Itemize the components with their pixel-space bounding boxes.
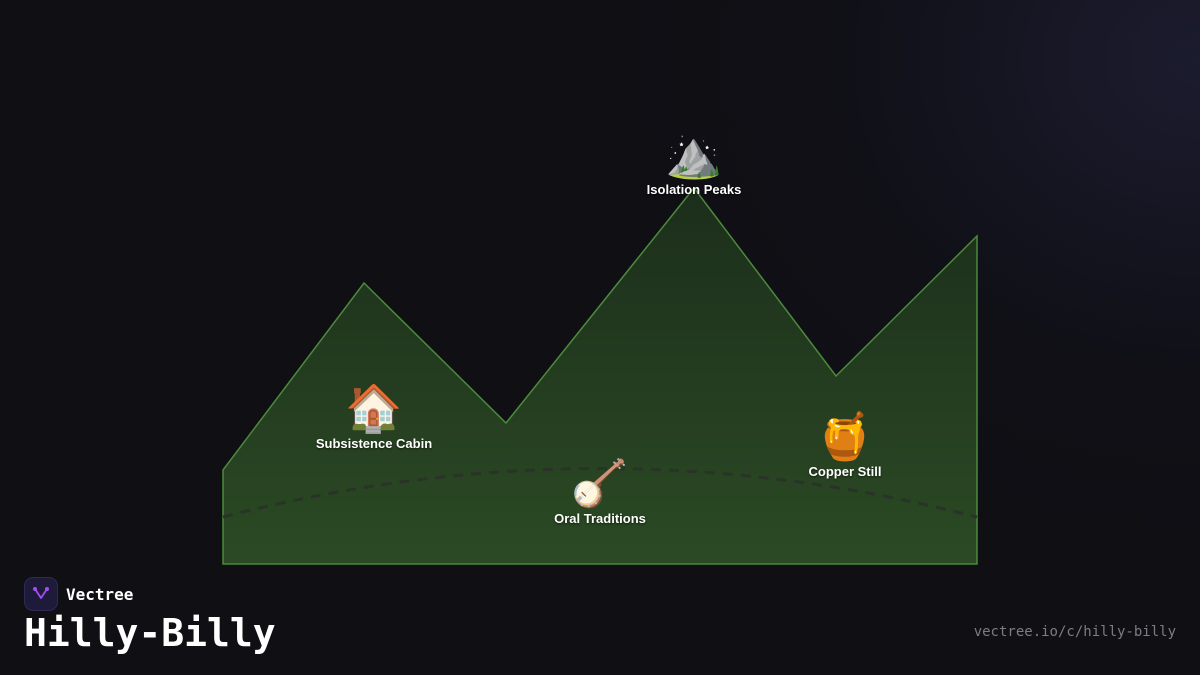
node-copper-still[interactable]: 🍯 Copper Still bbox=[809, 410, 882, 479]
page-url[interactable]: vectree.io/c/hilly-billy bbox=[973, 624, 1176, 640]
brand[interactable]: Vectree bbox=[24, 577, 133, 611]
vectree-logo-icon bbox=[24, 577, 58, 611]
node-label: Isolation Peaks bbox=[646, 182, 742, 197]
hill-silhouette bbox=[222, 186, 978, 565]
mountain-icon: ⛰️ bbox=[665, 127, 723, 181]
page-title: Hilly-Billy bbox=[24, 611, 276, 655]
brand-name: Vectree bbox=[66, 584, 134, 604]
banjo-icon: 🪕 bbox=[571, 456, 629, 510]
node-label: Subsistence Cabin bbox=[315, 436, 433, 451]
node-subsistence-cabin[interactable]: 🏠 Subsistence Cabin bbox=[316, 382, 432, 451]
node-label: Copper Still bbox=[808, 464, 882, 479]
honey-pot-icon: 🍯 bbox=[816, 409, 874, 463]
house-icon: 🏠 bbox=[345, 381, 403, 435]
dashed-trail bbox=[222, 467, 978, 519]
node-label: Oral Traditions bbox=[554, 511, 646, 526]
node-isolation-peaks[interactable]: ⛰️ Isolation Peaks bbox=[647, 128, 742, 197]
node-oral-traditions[interactable]: 🪕 Oral Traditions bbox=[554, 457, 646, 526]
